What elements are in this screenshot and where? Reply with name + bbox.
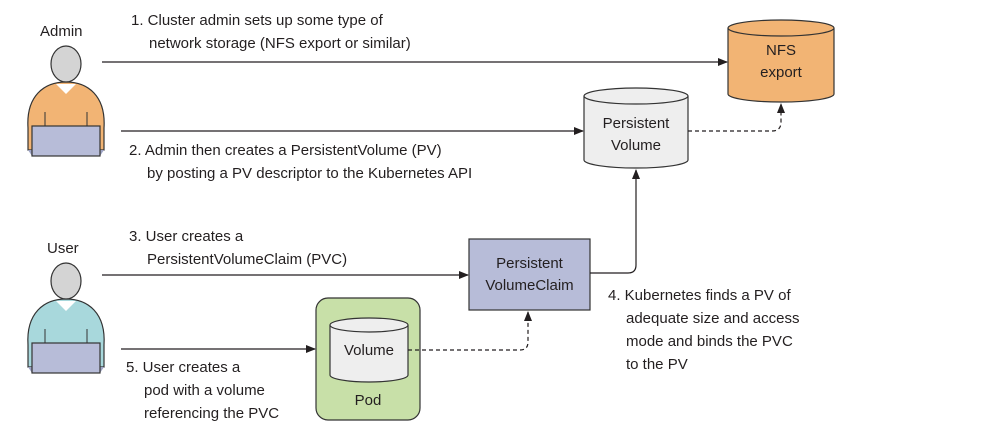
user-label: User [47, 240, 79, 257]
arrow-pvc-to-pv [590, 169, 640, 274]
step-5-text: 5. User creates a pod with a volume refe… [126, 359, 280, 422]
user-person-icon [27, 262, 105, 374]
pvc-label-line2: VolumeClaim [485, 277, 574, 294]
step-3-text: 3. User creates a PersistentVolumeClaim … [129, 228, 348, 268]
pv-label-line2: Volume [610, 137, 662, 154]
step-1-text: 1. Cluster admin sets up some type of ne… [131, 12, 411, 52]
pv-label-line1: Persistent [602, 115, 670, 132]
pvc-label: Persistent VolumeClaim [469, 253, 590, 297]
persistent-volume-cylinder [583, 87, 689, 169]
dashed-pv-to-nfs [688, 103, 785, 132]
pv-label: Persistent Volume [584, 113, 688, 157]
admin-label: Admin [40, 23, 83, 40]
nfs-export-cylinder [727, 19, 835, 103]
pvc-label-line1: Persistent [496, 255, 563, 272]
dashed-volume-to-pvc [408, 311, 532, 351]
nfs-label: NFS export [728, 40, 834, 84]
step-2-text: 2. Admin then creates a PersistentVolume… [129, 142, 473, 182]
nfs-label-line2: export [760, 64, 802, 81]
pod-label: Pod [354, 392, 382, 409]
volume-label: Volume [343, 342, 395, 359]
admin-person-icon [27, 45, 105, 157]
volume-cylinder [329, 317, 409, 383]
nfs-label-line1: NFS [766, 42, 796, 59]
step-4-text: 4. Kubernetes finds a PV of adequate siz… [608, 287, 800, 373]
persistent-volume-claim-box [468, 238, 591, 311]
